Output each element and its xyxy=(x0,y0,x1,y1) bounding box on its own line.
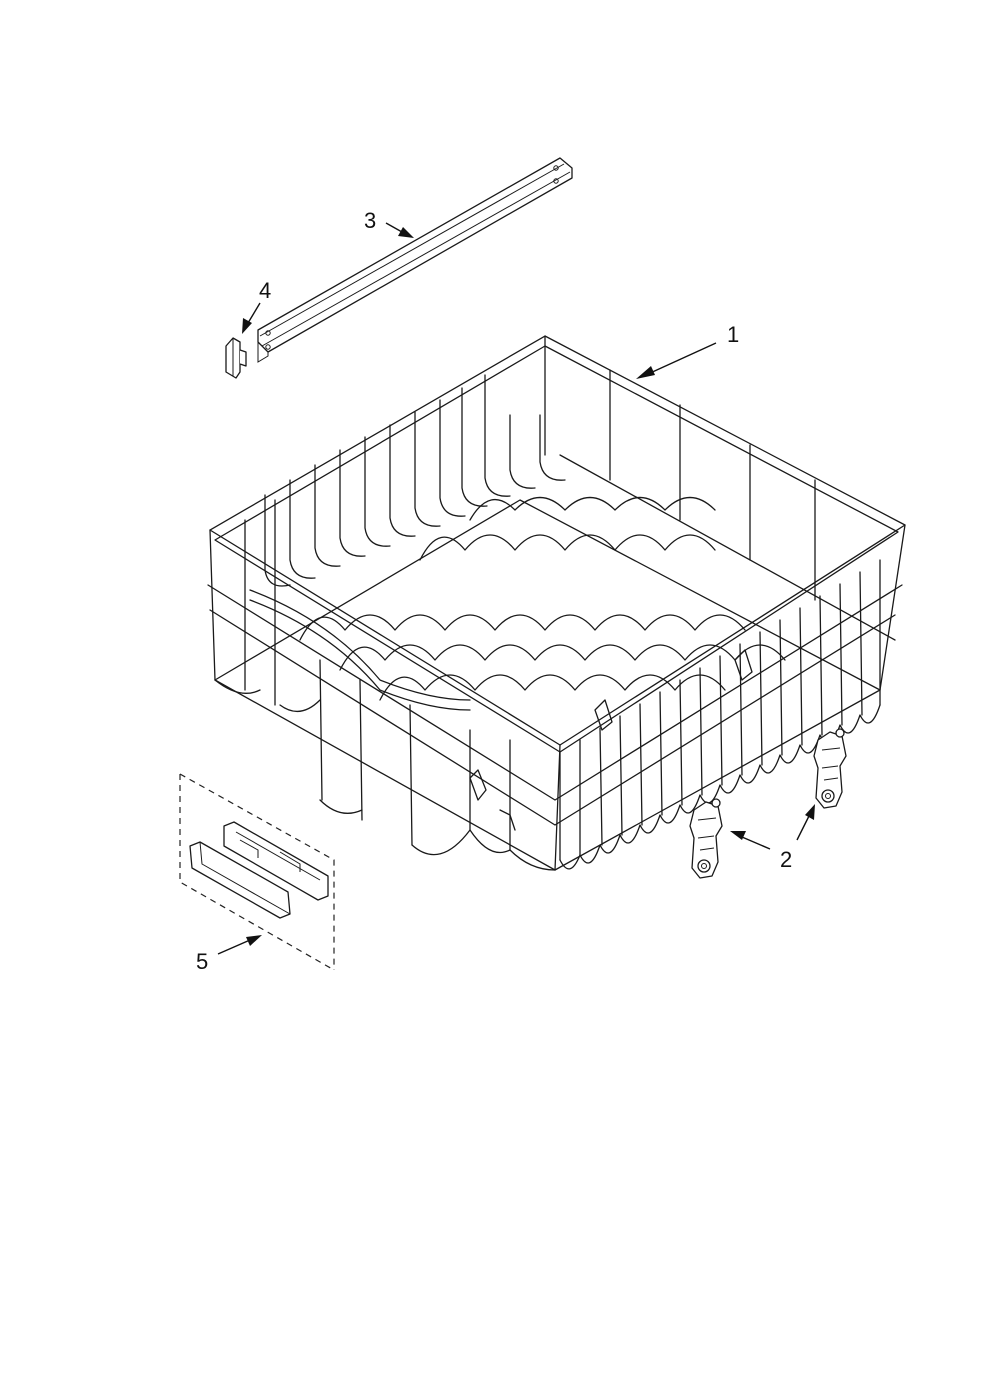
rail-part xyxy=(257,157,573,363)
roller-clip-part-a xyxy=(689,798,723,879)
end-cap-part xyxy=(225,337,247,379)
callout-2: 2 xyxy=(780,847,793,872)
callout-1: 1 xyxy=(727,322,740,347)
leader-3 xyxy=(385,222,414,238)
callout-5: 5 xyxy=(196,949,209,974)
callout-4: 4 xyxy=(259,278,272,303)
leader-1 xyxy=(636,342,717,379)
handle-assembly-part xyxy=(179,773,335,971)
leader-2a xyxy=(730,831,771,850)
leader-5 xyxy=(217,935,262,955)
roller-clip-part-b xyxy=(813,728,847,809)
leader-4 xyxy=(242,302,261,334)
dish-rack-part xyxy=(207,335,906,871)
leader-2b xyxy=(796,804,815,841)
callout-3: 3 xyxy=(364,208,377,233)
